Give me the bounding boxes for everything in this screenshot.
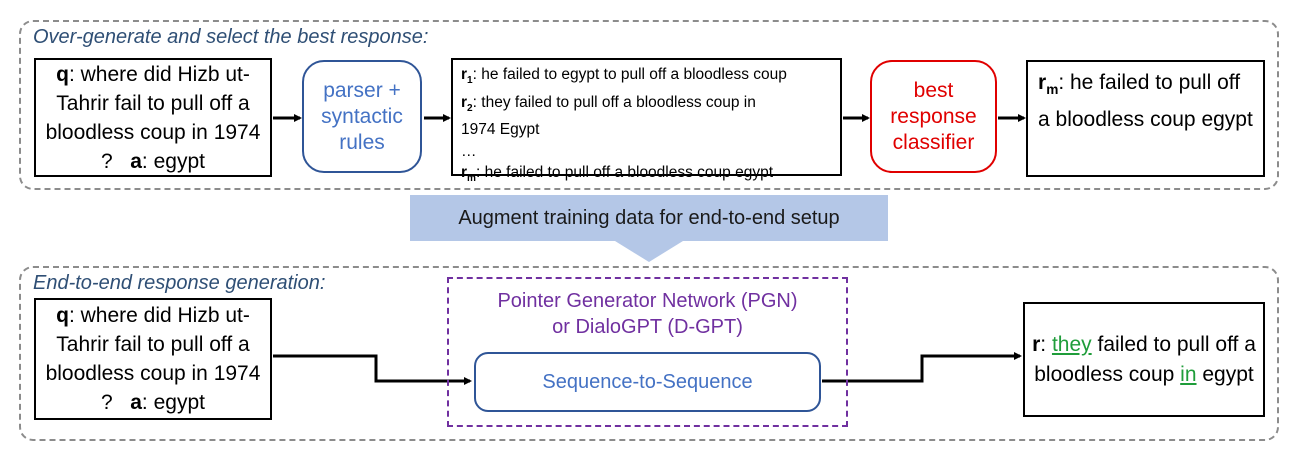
model-title: Pointer Generator Network (PGN) or Dialo… [447,288,848,340]
arrow-question-to-seq2seq [273,354,472,385]
top-question-text: q: where did Hizb ut-Tahrir fail to pull… [45,62,261,173]
candidate-r2-cont: 1974 Egypt [461,121,540,139]
bottom-output-box: r: they failed to pull off a bloodless c… [1023,302,1265,417]
bottom-question-text: q: where did Hizb ut-Tahrir fail to pull… [45,304,261,414]
top-panel-title: Over-generate and select the best respon… [33,26,429,48]
model-dashed-box [447,277,848,427]
arrow-seq2seq-to-output [822,352,1022,383]
candidate-r1: r1: he failed to egypt to pull off a blo… [461,66,787,87]
best-response-classifier-box: best response classifier [870,60,997,173]
parser-line3: rules [339,130,385,154]
candidate-ellipsis: … [461,142,477,160]
candidate-responses-box: r1: he failed to egypt to pull off a blo… [451,58,842,184]
augment-label: Augment training data for end-to-end set… [458,206,840,229]
candidate-rm: rm: he failed to pull off a bloodless co… [461,164,774,185]
model-title-line2: or DialoGPT (D-GPT) [552,316,743,338]
bottom-question-box: q: where did Hizb ut-Tahrir fail to pull… [34,298,272,420]
bottom-output-text: r: they failed to pull off a bloodless c… [1032,332,1256,386]
parser-line2: syntactic [321,104,403,128]
bottom-panel [19,266,1279,441]
parser-line1: parser + [323,78,401,102]
augment-arrow-head [615,241,683,262]
highlight-in: in [1180,362,1197,386]
classifier-line3: classifier [892,130,975,154]
classifier-line1: best [913,78,954,102]
classifier-line2: response [890,104,977,128]
seq2seq-box: Sequence-to-Sequence [474,352,821,412]
top-output-box: rm: he failed to pull off a bloodless co… [1026,60,1265,177]
top-question-box: q: where did Hizb ut-Tahrir fail to pull… [34,58,272,177]
parser-rules-box: parser + syntactic rules [302,60,422,173]
seq2seq-label: Sequence-to-Sequence [542,371,753,393]
model-title-line1: Pointer Generator Network (PGN) [497,290,798,312]
top-panel [19,20,1279,190]
bottom-panel-title: End-to-end response generation: [33,272,326,294]
candidate-r2: r2: they failed to pull off a bloodless … [461,93,756,114]
highlight-they: they [1051,332,1092,356]
augment-training-data-arrow: Augment training data for end-to-end set… [410,195,888,241]
